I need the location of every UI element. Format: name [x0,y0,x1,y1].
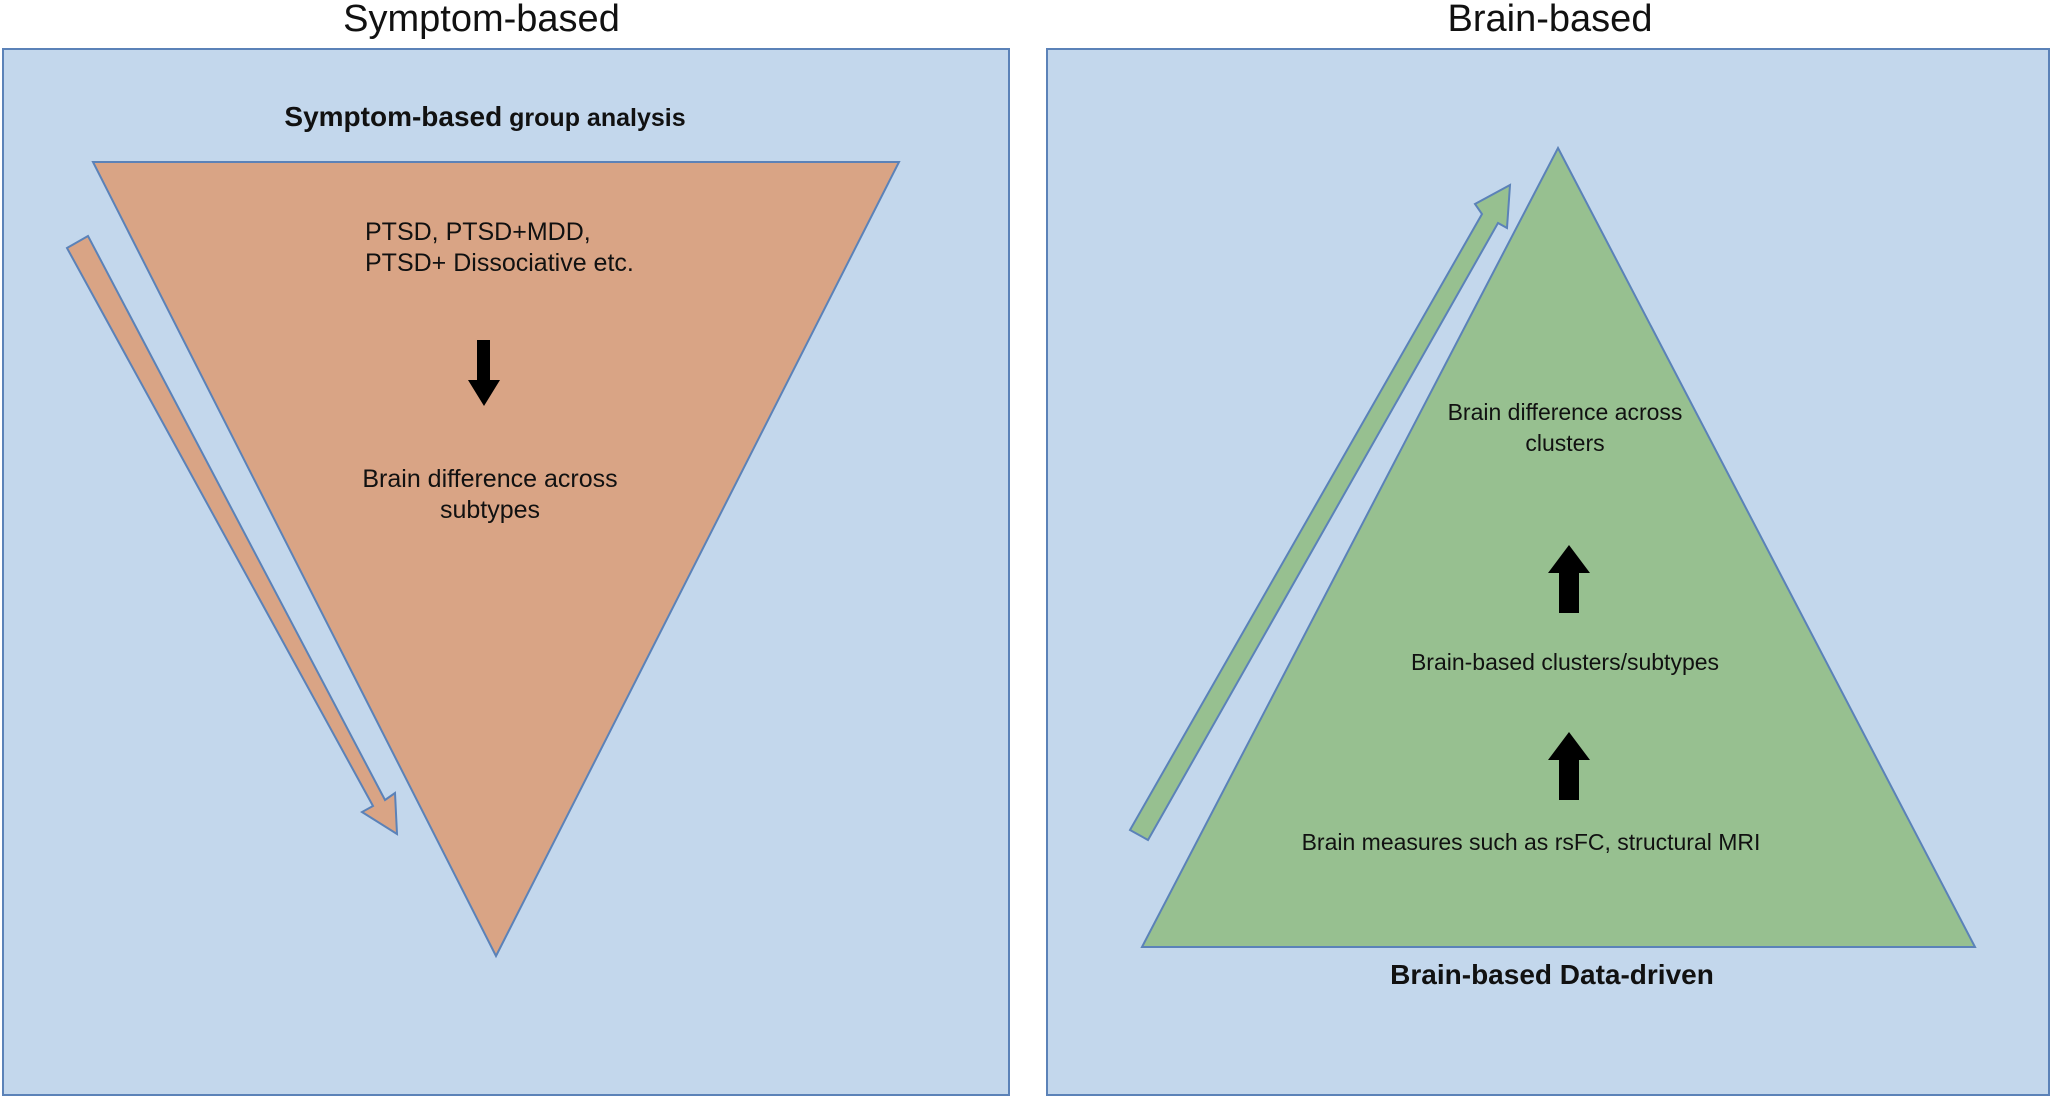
upright-triangle [1140,145,1977,948]
up-arrow-icon-bottom [1548,732,1590,800]
left-heading-bold: Symptom-based [284,101,502,132]
left-heading-rest: group analysis [502,104,685,132]
right-middle-label: Brain-based clusters/subtypes [1411,649,1719,675]
left-result-line-1: Brain difference across [362,465,617,493]
right-bottom-label: Brain measures such as rsFC, structural … [1302,829,1761,855]
up-arrow-icon-top [1548,545,1590,613]
left-heading: Symptom-based group analysis [284,101,685,132]
right-top-line-2: clusters [1525,430,1604,456]
right-panel-title: Brain-based [1447,0,1653,40]
right-diagonal-up-arrow [1128,183,1512,842]
right-caption: Brain-based Data-driven [1390,959,1714,990]
left-group-line-1: PTSD, PTSD+MDD, [365,218,591,246]
left-group-line-2: PTSD+ Dissociative etc. [365,249,634,277]
down-arrow-icon [468,340,500,406]
left-result-line-2: subtypes [440,496,540,524]
left-panel-title: Symptom-based [343,0,620,40]
left-diagonal-down-arrow [65,234,399,836]
right-top-line-1: Brain difference across [1448,399,1683,425]
inverted-triangle [91,161,901,959]
